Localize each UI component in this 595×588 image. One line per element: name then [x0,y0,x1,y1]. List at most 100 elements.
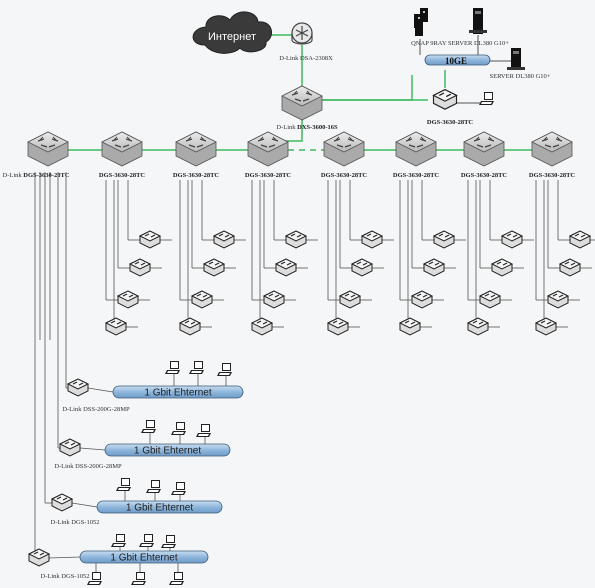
pc-icon [139,534,154,547]
access-switch [463,131,505,167]
pc-icon [161,535,176,548]
edge-switch [339,290,361,309]
segment-switch-label: D-Link DGS-1052 [51,519,100,526]
ethernet-bus [79,550,209,564]
edge-switch [327,317,349,336]
access-switch [175,131,217,167]
tenge-label: 10GE [445,56,467,66]
edge-switch [479,290,501,309]
segment-switch-label: D-Link DSS-200G-28MP [62,406,130,413]
access-switch-label: DGS-3630-28TC [393,172,440,179]
access-switch-row: D-Link DGS-3630-28TC DGS-3630-28TC DGS-363… [3,131,576,179]
router-label: D-Link DSA-2308X [279,55,333,62]
core-switch [281,85,323,121]
server-dl380-2 [507,48,525,70]
ethernet-bus-label: 1 Gbit Ehternet [144,388,211,399]
edge-switch [569,230,591,249]
edge-switch [423,258,445,277]
pc-icon [217,363,232,376]
edge-switch [105,317,127,336]
core-switch-label: D-Link DXS-3600-16S [276,124,338,131]
segment-switch-label: D-Link DSS-200G-28MP [54,463,122,470]
edge-switch [411,290,433,309]
internet-label: Интернет [208,31,256,43]
segment-uplink [79,447,106,451]
segment-uplink [48,556,81,559]
segment-switch-label: D-Link DGS-1052 [41,573,90,580]
ethernet-bus-label: 1 Gbit Ehternet [110,553,177,564]
pc-icon [165,361,180,374]
pc-icon [141,420,156,433]
server1-label: QNAP 9RAY SERVER DL380 G10+ [411,40,509,47]
ethernet-bus [112,385,244,399]
edge-switch [139,230,161,249]
edge-switch [263,290,285,309]
edge-switch [535,317,557,336]
pc-icon [189,361,204,374]
access-switch [101,131,143,167]
top-links [268,34,511,132]
edge-switch [351,258,373,277]
edge-switch [203,258,225,277]
agg-switch [432,89,458,110]
segment-switch [51,493,73,512]
access-switch [247,131,289,167]
pc-icon [146,480,161,493]
access-switch-label: D-Link DGS-3630-28TC [3,172,70,179]
pc-icon [171,422,186,435]
segment-switch [28,548,50,567]
pc-icon [131,572,146,585]
segment-uplink [71,502,98,508]
pc-icon [171,482,186,495]
segment-switch [67,378,89,397]
access-switch-label: DGS-3630-28TC [245,172,292,179]
tenge-bus [424,54,491,66]
edge-switch [467,317,489,336]
edge-switch [559,258,581,277]
core-10ge-link [322,75,413,101]
access-switch-label: DGS-3630-28TC [461,172,508,179]
edge-switch [491,258,513,277]
segment-uplink [87,387,114,393]
access-switch-label: DGS-3630-28TC [99,172,146,179]
edge-switch [285,230,307,249]
pc-icon [196,424,211,437]
ethernet-bus-label: 1 Gbit Ehternet [126,503,193,514]
edge-switch [213,230,235,249]
segment-switch [59,438,81,457]
pc-icon [169,572,184,585]
edge-switch [191,290,213,309]
edge-switch [129,258,151,277]
access-switch [27,131,69,167]
router [291,22,313,45]
pc-icon [116,478,131,491]
edge-switch [399,317,421,336]
ethernet-bus-label: 1 Gbit Ehternet [134,446,201,457]
access-switch [531,131,573,167]
access-switch-label: DGS-3630-28TC [529,172,576,179]
ethernet-bus [96,500,223,514]
edge-switch [117,290,139,309]
edge-switch [361,230,383,249]
access-switch-label: DGS-3630-28TC [321,172,368,179]
edge-switch [179,317,201,336]
edge-switch [251,317,273,336]
edge-switch [547,290,569,309]
server2-label: SERVER DL380 G10+ [490,73,551,80]
edge-drops [39,172,595,340]
ethernet-bus [104,443,231,457]
edge-switch [501,230,523,249]
access-switch [323,131,365,167]
edge-switch [433,230,455,249]
edge-switch [275,258,297,277]
internet-cloud: Интернет [192,11,273,54]
agg-pc [479,92,494,105]
agg-switch-label: DGS-3630-28TC [427,119,474,126]
server-qnap [414,8,428,36]
access-switch-label: DGS-3630-28TC [173,172,220,179]
access-switch [395,131,437,167]
server-dl380-1 [469,8,487,34]
pc-icon [111,534,126,547]
